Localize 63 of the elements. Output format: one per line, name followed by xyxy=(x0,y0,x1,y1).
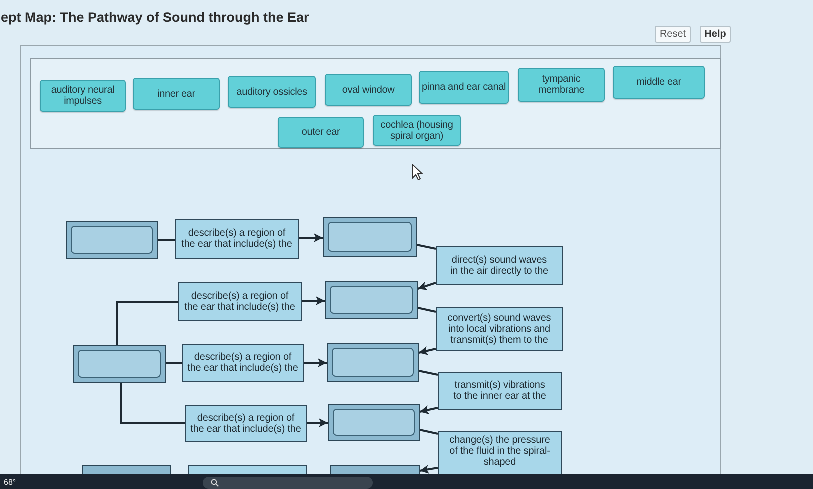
help-button: Help xyxy=(700,26,731,43)
concept-box xyxy=(323,217,417,257)
answer-tile xyxy=(325,74,412,106)
linking-phrase-card xyxy=(188,465,307,474)
concept-box xyxy=(330,465,420,474)
connector-line xyxy=(416,244,436,250)
connector-line xyxy=(166,362,182,364)
concept-box xyxy=(325,281,418,319)
connector-arrow xyxy=(299,234,323,242)
connector-line xyxy=(120,383,185,424)
linking-phrase-card xyxy=(178,282,302,321)
connector-line xyxy=(158,239,175,241)
linking-phrase: change(s) the pressure of the fluid in the spiral-shaped xyxy=(448,435,552,468)
concept-box xyxy=(82,465,171,474)
linking-phrase-card xyxy=(185,405,307,442)
linking-phrase: transmit(s) vibrations to the inner ear at the xyxy=(452,380,548,402)
concept-box xyxy=(327,343,419,382)
connector-arrow xyxy=(418,346,436,356)
linking-phrase-card xyxy=(438,431,562,474)
linking-phrase-card xyxy=(436,307,563,351)
tile-label: inner ear xyxy=(158,88,196,100)
connector-line xyxy=(420,429,438,435)
tile-label: auditory ossicles xyxy=(236,86,308,98)
answer-tile xyxy=(133,78,220,110)
tile-label: cochlea (housing spiral organ) xyxy=(380,120,454,142)
answer-tile xyxy=(373,115,461,146)
linking-phrase-card xyxy=(436,246,563,285)
tile-label: outer ear xyxy=(302,127,340,138)
connector-line xyxy=(418,307,436,313)
linking-phrase: describe(s) a region of the ear that include(s) the xyxy=(180,228,294,250)
linking-phrase: describe(s) a region of the ear that include(s) the xyxy=(184,290,296,312)
linking-phrase: direct(s) sound waves in the air directly to the xyxy=(449,254,550,276)
concept-box xyxy=(66,221,158,259)
linking-phrase-card xyxy=(438,372,562,410)
tile-label: pinna and ear canal xyxy=(422,82,506,93)
temperature-reading: 68° xyxy=(4,478,16,487)
connector-arrow xyxy=(420,406,438,414)
concept-box xyxy=(328,404,420,441)
tile-label: middle ear xyxy=(636,77,682,88)
linking-phrase: describe(s) a region of the ear that include(s) the xyxy=(190,412,302,434)
answer-tile xyxy=(278,117,364,148)
answer-tile xyxy=(40,80,126,112)
answer-tile xyxy=(228,76,316,108)
linking-phrase-card xyxy=(182,344,304,382)
concept-box xyxy=(73,345,166,383)
connector-arrow xyxy=(307,418,328,428)
connector-line xyxy=(116,301,178,345)
tile-label: oval window xyxy=(342,84,395,96)
tile-label: tympanic membrane xyxy=(537,74,586,96)
answer-tile xyxy=(518,68,605,102)
connector-arrow xyxy=(304,358,327,368)
connector-arrow xyxy=(418,282,436,290)
connector-arrow xyxy=(420,465,438,474)
reset-button: Reset xyxy=(655,26,691,43)
linking-phrase: convert(s) sound waves into local vibrations and transmit(s) them to the xyxy=(446,312,552,346)
connector-arrow xyxy=(302,296,325,306)
linking-phrase: describe(s) a region of the ear that include(s) the xyxy=(186,352,300,374)
answer-tile xyxy=(419,71,509,104)
tile-label: auditory neural impulses xyxy=(50,85,116,107)
page-title: ept Map: The Pathway of Sound through the Ear xyxy=(1,10,310,25)
linking-phrase-card xyxy=(175,219,299,259)
answer-tile xyxy=(613,66,705,99)
connector-line xyxy=(418,370,438,376)
